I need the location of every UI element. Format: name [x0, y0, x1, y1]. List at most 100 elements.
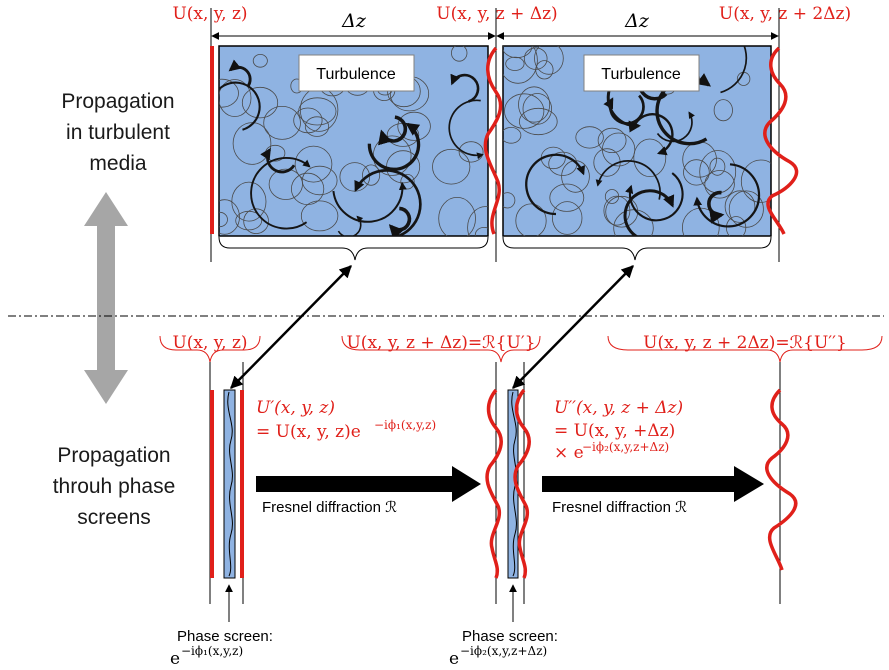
eddy-circle: [503, 46, 533, 59]
bottom-field-label-1: U(x, y, z): [172, 333, 247, 353]
eddy-circle: [515, 203, 547, 236]
turbulence-box-2: Turbulence: [502, 45, 772, 237]
link-arrow-1: [230, 265, 352, 389]
eddy-circle: [304, 116, 330, 137]
top-field-label-3: U(x, y, z + 2Δz): [719, 4, 851, 24]
bottom-field-label-2: U(x, y, z + Δz)=ℛ{U′}: [346, 333, 535, 353]
eddy-circle: [397, 111, 431, 141]
turbulence-label-1: Turbulence: [316, 66, 396, 83]
phase-screen-exp-2: −iϕ₂(x,y,z+Δz): [460, 644, 547, 658]
eddy-circle: [709, 157, 726, 176]
eddy-arrow: [448, 99, 484, 160]
eddy-circle: [522, 93, 553, 125]
eddy-arrow: [378, 115, 408, 146]
eddy-arrow: [228, 59, 252, 88]
eddy-circle: [400, 173, 415, 190]
fresnel-label-2: Fresnel diffraction ℛ: [552, 499, 687, 516]
screen-eq-1-line-1: U′(x, y, z): [256, 398, 335, 418]
eddy-arrow: [595, 160, 661, 200]
eddy-circle: [300, 200, 339, 232]
eddy-circle: [633, 138, 667, 177]
screen-equation-2: U′′(x, y, z + Δz) = U(x, y, +Δz) × e −iϕ…: [554, 398, 683, 463]
field-wave-end: [763, 46, 799, 235]
top-propagation-panel: Δz Δz U(x, y, z) U(x, y, z + Δz) U(x, y,…: [172, 4, 851, 262]
eddy-arrow: [525, 153, 585, 216]
dz-label-2: Δz: [624, 10, 650, 32]
side-label-phase-line-1: Propagation: [57, 444, 170, 467]
eddy-circle: [549, 183, 585, 212]
field-wave-screen-2-right: [513, 388, 531, 579]
eddy-circle: [432, 148, 471, 185]
eddy-circle: [235, 210, 263, 231]
phase-screen-base-1: e: [170, 649, 180, 669]
phase-screen-title-1: Phase screen:: [177, 628, 273, 645]
brace-field-2: [341, 335, 541, 363]
top-field-label-2: U(x, y, z + Δz): [436, 4, 557, 24]
eddy-arrow: [450, 73, 480, 103]
eddy-circle: [704, 170, 735, 199]
eddy-arrow: [250, 157, 311, 230]
eddy-circle: [728, 190, 764, 228]
screen-eq-1-exponent: −iϕ₁(x,y,z): [374, 418, 436, 432]
eddy-circle: [252, 53, 268, 68]
bottom-field-label-3: U(x, y, z + 2Δz)=ℛ{U′′}: [643, 333, 847, 353]
eddy-circle: [241, 86, 279, 119]
screen-eq-2-line-1: U′′(x, y, z + Δz): [554, 398, 683, 418]
eddy-circle: [518, 86, 551, 123]
eddy-circle: [613, 209, 654, 236]
phase-screen-base-2: e: [449, 649, 459, 669]
side-label-turbulent-line-3: media: [89, 152, 147, 175]
eddy-circle: [268, 168, 303, 200]
side-label-turbulent-line-1: Propagation: [61, 90, 174, 113]
side-label-phase-line-3: screens: [77, 506, 151, 529]
eddy-circle: [474, 227, 488, 236]
eddy-arrow: [625, 172, 684, 222]
eddy-arrow: [693, 163, 761, 228]
phase-screen-title-2: Phase screen:: [462, 628, 558, 645]
eddy-circle: [438, 197, 476, 236]
fresnel-label-1: Fresnel diffraction ℛ: [262, 499, 397, 516]
eddy-arrow: [354, 169, 422, 236]
eddy-circle: [724, 190, 756, 223]
eddy-arrow: [388, 206, 412, 236]
eddy-arrow: [260, 147, 296, 174]
field-wave-screen-2-left: [485, 388, 503, 579]
eddy-circle: [503, 192, 516, 209]
eddy-arrow: [367, 122, 421, 171]
eddy-circle: [219, 79, 252, 117]
screen-eq-1-line-2: = U(x, y, z)e: [256, 422, 361, 442]
eddy-circle: [726, 216, 747, 236]
eddy-arrow: [219, 81, 261, 131]
eddy-circle: [523, 47, 548, 70]
eddy-circle: [503, 127, 522, 144]
eddy-circle: [683, 159, 710, 186]
eddy-circle: [263, 106, 301, 140]
equivalence-double-arrow: [84, 192, 128, 404]
side-label-turbulent-line-2: in turbulent: [66, 121, 170, 144]
eddy-circle: [219, 199, 240, 235]
top-field-label-1: U(x, y, z): [172, 4, 247, 24]
eddy-circle: [505, 56, 525, 71]
eddy-circle: [458, 141, 484, 163]
eddy-circle: [575, 126, 604, 149]
eddy-circle: [294, 145, 333, 183]
eddy-arrow: [707, 190, 725, 224]
field-wave-mid: [483, 46, 503, 235]
field-wave-output: [765, 388, 798, 571]
eddy-circle: [740, 159, 771, 203]
eddy-arrow: [337, 215, 364, 236]
side-label-turbulent: Propagation in turbulent media: [61, 90, 174, 175]
side-label-phase-line-2: throuh phase: [53, 475, 176, 498]
eddy-arrow: [720, 46, 748, 94]
bottom-propagation-panel: U(x, y, z) U(x, y, z + Δz)=ℛ{U′} U(x, y,…: [159, 333, 883, 669]
eddy-circle: [534, 46, 564, 75]
eddy-circle: [293, 107, 323, 134]
eddy-circle: [603, 195, 631, 226]
eddy-arrow: [332, 181, 407, 223]
phase-screen-exp-1: −iϕ₁(x,y,z): [181, 644, 243, 658]
eddy-circle: [219, 78, 239, 108]
dz-label-1: Δz: [341, 10, 367, 32]
phase-screen-1: [223, 389, 236, 579]
eddy-circle: [232, 122, 272, 165]
